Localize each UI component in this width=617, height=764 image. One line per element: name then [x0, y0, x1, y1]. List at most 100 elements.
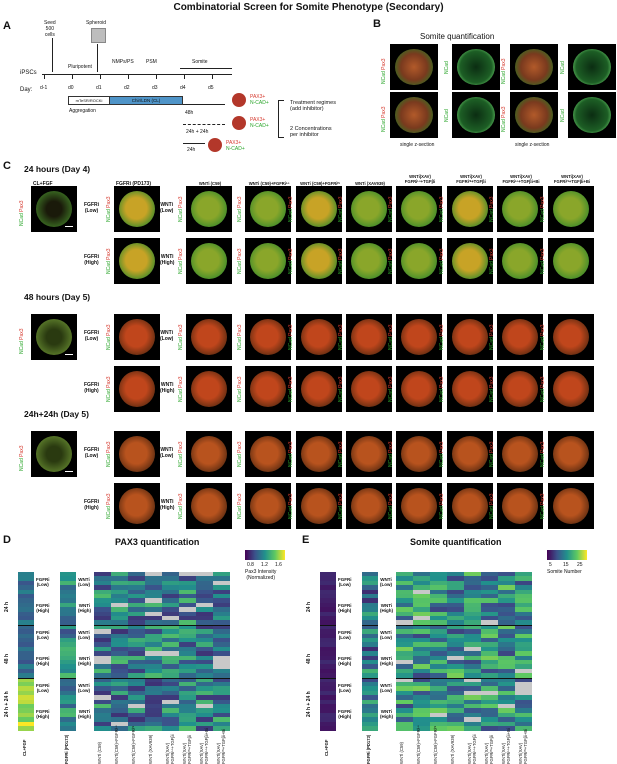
- treatment-image: [346, 366, 392, 412]
- heatmap-cell: [94, 690, 111, 696]
- ncad-label: NCad: [338, 209, 344, 222]
- treatment-image: [447, 314, 493, 360]
- heatmap-cell: [515, 673, 532, 678]
- heatmap-cell: [111, 651, 128, 656]
- treatment-image: [186, 483, 232, 529]
- heatmap-cell: [498, 673, 515, 678]
- heatmap-cell: [162, 616, 179, 621]
- heatmap-cell: [128, 642, 145, 648]
- ncad-label: NCad: [338, 506, 344, 519]
- channel-label: NCad Pax3: [489, 196, 495, 222]
- spheroid: [456, 96, 496, 134]
- ncad-label: NCad: [540, 454, 546, 467]
- heatmap-cell: [464, 690, 481, 696]
- heatmap-cell: [179, 695, 196, 700]
- spheroid: [300, 318, 338, 356]
- heatmap-cell: [362, 580, 378, 586]
- heatmap-cell: [196, 646, 213, 652]
- wnt-low-label: WNTi (Low): [160, 447, 174, 459]
- heatmap-cell: [179, 598, 196, 604]
- heatmap-cell: [94, 589, 111, 595]
- treatment-image: [296, 186, 342, 232]
- heatmap-cell: [60, 589, 76, 595]
- treatment-image: [548, 186, 594, 232]
- colorbar-tick: 5: [549, 562, 552, 568]
- ncad-label: NCad: [338, 261, 344, 274]
- heatmap-cell: [413, 607, 430, 612]
- day-label: Day:: [20, 87, 33, 93]
- heatmap-cell: [447, 580, 464, 586]
- heatmap-cell: [162, 655, 179, 661]
- heatmap-cell: [464, 651, 481, 656]
- wnt-row-label: WNTi (High): [78, 656, 91, 667]
- heatmap-cell: [60, 638, 76, 643]
- treatment-image: [245, 431, 291, 477]
- heatmap-cell: [213, 638, 230, 643]
- heatmap-cell: [396, 664, 413, 670]
- heatmap-cell: [111, 624, 128, 630]
- fgfr-row-label: FGFRi (Low): [36, 629, 50, 640]
- fgfr-row-label: FGFRi (Low): [338, 682, 352, 693]
- heatmap-cell: [179, 616, 196, 621]
- heatmap-cell: [179, 642, 196, 648]
- spheroid: [300, 487, 338, 525]
- spheroid: [400, 487, 438, 525]
- col-label-wnt: WNTi(XAV) FGFRiᴴᶦ+TGFβi+Bi: [216, 729, 226, 764]
- heatmap-cell: [362, 616, 378, 621]
- heatmap-cell: [396, 598, 413, 604]
- treatment-image: [497, 483, 543, 529]
- heatmap-cell: [213, 646, 230, 652]
- treatment-image: [114, 238, 160, 284]
- heatmap-cell: [447, 611, 464, 617]
- day-tick: [128, 74, 129, 79]
- ncad-label: NCad: [439, 261, 445, 274]
- pax3-label: Pax3: [489, 196, 495, 208]
- heatmap-cell: [362, 572, 378, 577]
- stage-somite: Somite: [192, 59, 208, 65]
- heatmap-cell: [430, 602, 447, 608]
- fgfr-row-label: FGFRi (Low): [36, 577, 50, 587]
- channel-label: NCad Pax3: [439, 493, 445, 519]
- ncad-label: NCad: [237, 454, 243, 467]
- heatmap-cell: [481, 594, 498, 599]
- caption-right: single z-section: [515, 142, 550, 148]
- heatmap-cell: [447, 664, 464, 670]
- heatmap-cell: [498, 660, 515, 665]
- col-label-control: CL+FGF: [22, 739, 27, 757]
- ncad-label: NCad: [388, 454, 394, 467]
- heatmap-cell: [179, 708, 196, 714]
- control-channel-label: NCad Pax3: [19, 200, 25, 226]
- heatmap-cell: [196, 699, 213, 705]
- heatmap-cell: [94, 704, 111, 709]
- heatmap-cell: [515, 589, 532, 595]
- heatmap-cell: [94, 629, 111, 634]
- heatmap-cell: [179, 690, 196, 696]
- heatmap-cell: [430, 712, 447, 718]
- heatmap-cell: [145, 695, 162, 700]
- heatmap-cell: [498, 602, 515, 608]
- day-tick: [156, 74, 157, 79]
- day-tick: [100, 74, 101, 79]
- heatmap-cell: [515, 690, 532, 696]
- heatmap-cell: [430, 585, 447, 590]
- heatmap-cell: [430, 655, 447, 661]
- pax3-label: Pax3: [388, 441, 394, 453]
- col-label-wnt: WNTi(C59)+FGFRiᴴᶦ: [433, 726, 438, 764]
- ncad-label: NCad: [388, 337, 394, 350]
- heatmap-cell: [430, 642, 447, 648]
- spheroid: [249, 190, 287, 228]
- heatmap-cell: [18, 717, 34, 722]
- heatmap-cell: [320, 651, 336, 656]
- pax3-label: Pax3: [178, 248, 184, 260]
- heatmap-cell: [128, 607, 145, 612]
- spheroid: [190, 435, 228, 473]
- ncad-pos-1: N-CAD+: [250, 100, 269, 106]
- fgfr-high-label: FGFRi (High): [84, 254, 99, 266]
- ncad-label: NCad: [439, 454, 445, 467]
- heatmap-cell: [213, 585, 230, 590]
- heatmap-cell: [196, 673, 213, 678]
- pax3-label: Pax3: [237, 248, 243, 260]
- fgfr-row-label: FGFRi (High): [338, 603, 352, 614]
- heatmap-cell: [413, 695, 430, 700]
- spheroid: [249, 487, 287, 525]
